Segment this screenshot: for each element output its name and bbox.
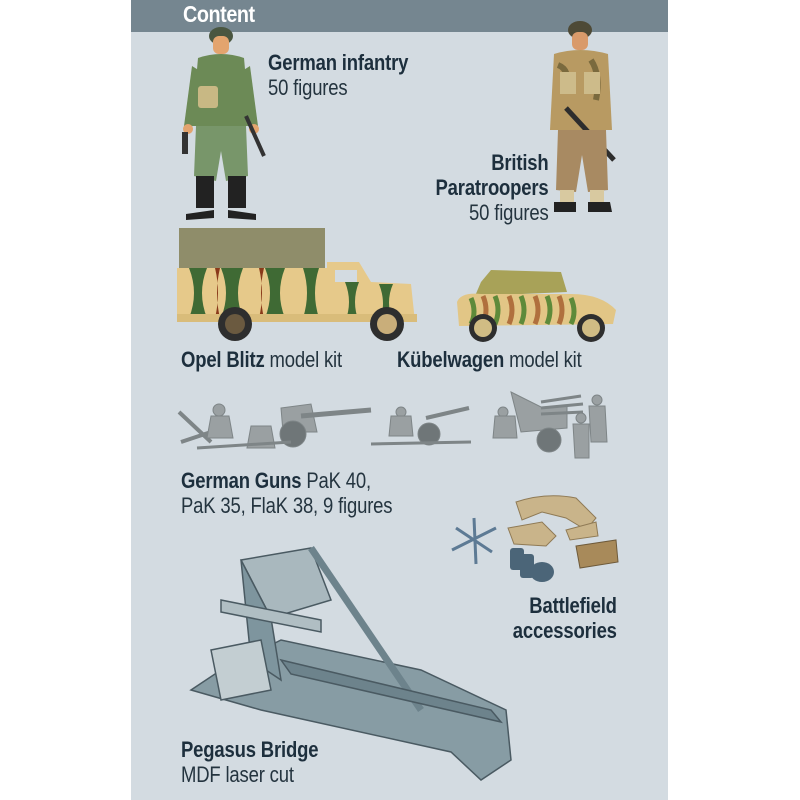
content-header: Content <box>131 0 668 32</box>
german-guns-label: German Guns PaK 40, PaK 35, FlaK 38, 9 f… <box>181 468 393 518</box>
pegasus-bridge-label: Pegasus Bridge MDF laser cut <box>181 737 319 787</box>
kubelwagen-illustration <box>457 270 616 342</box>
opel-blitz-illustration <box>177 228 417 341</box>
british-paratrooper-illustration <box>550 21 616 212</box>
header-title: Content <box>183 1 255 27</box>
opel-blitz-label: Opel Blitz model kit <box>181 347 342 372</box>
pegasus-bridge-illustration <box>189 546 512 781</box>
kubelwagen-label: Kübelwagen model kit <box>397 347 582 372</box>
german-infantry-illustration <box>182 27 266 220</box>
british-paratroopers-label: British Paratroopers 50 figures <box>435 150 549 225</box>
content-panel: Content German infantry 50 figures <box>131 0 668 800</box>
german-guns-illustration <box>177 391 608 459</box>
battlefield-accessories-label: Battlefield accessories <box>513 593 617 643</box>
battlefield-accessories-illustration <box>451 495 619 582</box>
german-infantry-label: German infantry 50 figures <box>268 50 409 100</box>
